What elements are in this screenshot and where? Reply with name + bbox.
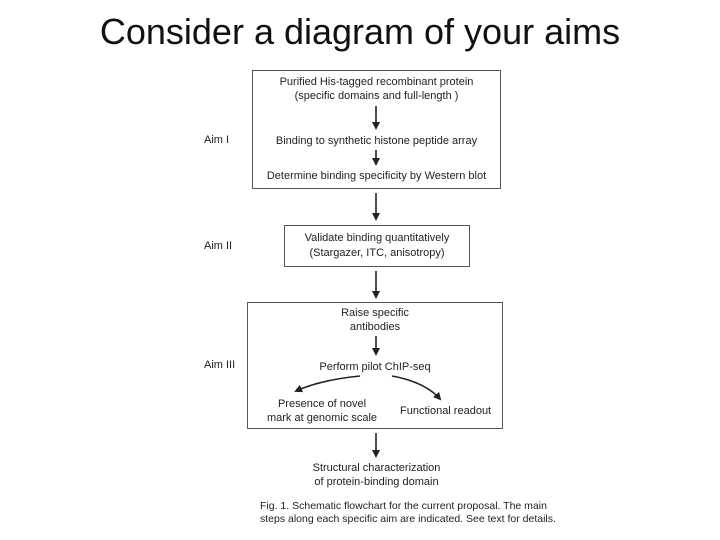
- final-line2: of protein-binding domain: [314, 476, 439, 488]
- aim3-box: [247, 302, 503, 429]
- box3-chip: Perform pilot ChIP-seq: [319, 361, 431, 373]
- aim-label-1: Aim I: [204, 134, 230, 146]
- final-line1: Structural characterization: [312, 462, 441, 474]
- caption-line1: Fig. 1. Schematic flowchart for the curr…: [260, 500, 547, 512]
- box2-line2: (Stargazer, ITC, anisotropy): [309, 247, 445, 259]
- figure-caption: Fig. 1. Schematic flowchart for the curr…: [260, 500, 560, 526]
- arrow-chip-to-functional: [391, 375, 442, 401]
- box3-novel-line1: Presence of novel: [277, 398, 367, 410]
- box1-step1-line2: (specific domains and full-length ): [294, 90, 459, 102]
- aim-label-2: Aim II: [204, 240, 233, 252]
- slide-title: Consider a diagram of your aims: [99, 11, 621, 52]
- box3-raise-line2: antibodies: [349, 321, 401, 333]
- arrow-chip-to-novel: [294, 375, 361, 393]
- box1-step2: Binding to synthetic histone peptide arr…: [275, 135, 478, 147]
- box3-functional: Functional readout: [400, 405, 492, 417]
- box1-step3: Determine binding specificity by Western…: [266, 170, 487, 182]
- box3-raise-line1: Raise specific: [341, 307, 409, 319]
- aim-label-3: Aim III: [204, 359, 236, 371]
- box3-novel-line2: mark at genomic scale: [266, 412, 378, 424]
- box2-line1: Validate binding quantitatively: [304, 232, 450, 244]
- box1-step1-line1: Purified His-tagged recombinant protein: [279, 76, 474, 88]
- caption-line2: steps along each specific aim are indica…: [260, 513, 556, 525]
- aim2-box: [284, 225, 470, 267]
